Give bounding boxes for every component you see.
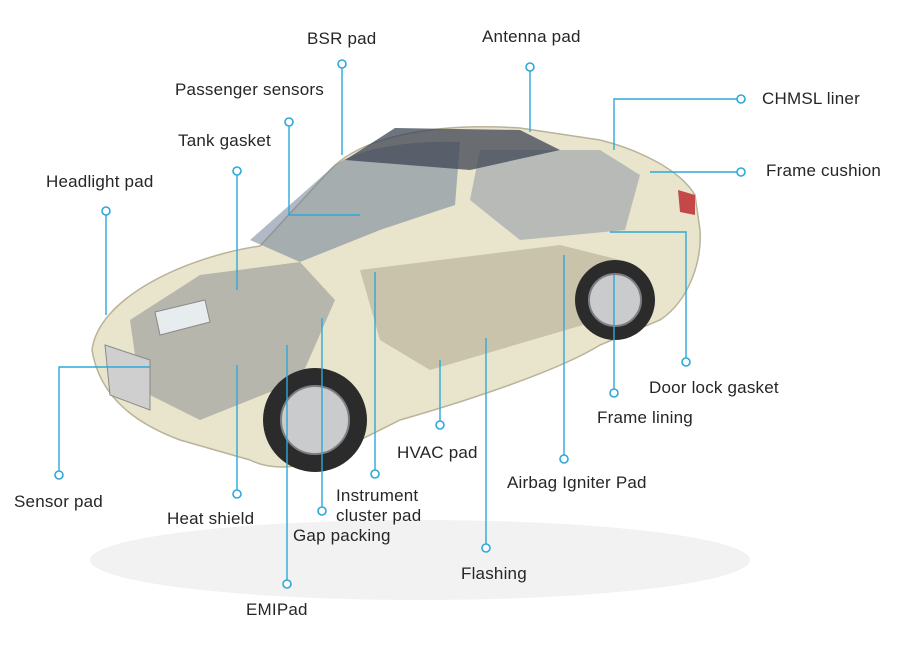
dot-passenger-sensors — [284, 117, 294, 127]
dot-heat-shield — [232, 489, 242, 499]
interior-parts — [360, 245, 620, 370]
label-door-lock-gasket: Door lock gasket — [649, 378, 779, 397]
label-frame-cushion: Frame cushion — [766, 161, 882, 180]
label-airbag-igniter-pad: Airbag Igniter Pad — [507, 473, 647, 492]
leader-sensor-pad — [58, 366, 150, 474]
dot-flashing — [481, 543, 491, 553]
sunroof — [345, 128, 560, 170]
grille — [104, 344, 151, 411]
dot-door-lock-gasket — [681, 357, 691, 367]
dot-gap-packing — [317, 506, 327, 516]
dot-frame-cushion — [736, 167, 746, 177]
label-sensor-pad: Sensor pad — [14, 492, 103, 511]
label-frame-lining: Frame lining — [597, 408, 693, 427]
rear-wheel-rim — [588, 273, 642, 327]
tail-light — [678, 190, 695, 215]
label-instrument-cluster-pad: Instrument cluster pad — [336, 486, 422, 525]
label-headlight-pad: Headlight pad — [46, 172, 154, 191]
label-emipad: EMIPad — [246, 600, 308, 619]
dot-frame-lining — [609, 388, 619, 398]
label-heat-shield: Heat shield — [167, 509, 255, 528]
side-windows — [470, 150, 640, 240]
front-wheel-rim — [280, 385, 350, 455]
dot-sensor-pad — [54, 470, 64, 480]
dot-antenna-pad — [525, 62, 535, 72]
dot-hvac-pad — [435, 420, 445, 430]
label-hvac-pad: HVAC pad — [397, 443, 478, 462]
ground-shadow — [90, 520, 750, 600]
leader-chmsl-liner — [613, 98, 740, 150]
label-passenger-sensors: Passenger sensors — [175, 80, 324, 99]
label-tank-gasket: Tank gasket — [178, 131, 271, 150]
leader-lines — [58, 64, 741, 583]
dot-airbag-igniter-pad — [559, 454, 569, 464]
label-gap-packing: Gap packing — [293, 526, 391, 545]
headlight — [154, 299, 211, 336]
label-flashing: Flashing — [461, 564, 527, 583]
leader-passenger-sensors — [288, 122, 360, 216]
label-bsr-pad: BSR pad — [307, 29, 377, 48]
dot-chmsl-liner — [736, 94, 746, 104]
leader-door-lock-gasket — [610, 231, 687, 362]
dot-bsr-pad — [337, 59, 347, 69]
label-antenna-pad: Antenna pad — [482, 27, 581, 46]
dot-headlight-pad — [101, 206, 111, 216]
dot-emipad — [282, 579, 292, 589]
dot-instrument-cluster-pad — [370, 469, 380, 479]
label-chmsl-liner: CHMSL liner — [762, 89, 860, 108]
windshield — [250, 141, 460, 262]
dot-tank-gasket — [232, 166, 242, 176]
leader-dots — [54, 59, 746, 589]
